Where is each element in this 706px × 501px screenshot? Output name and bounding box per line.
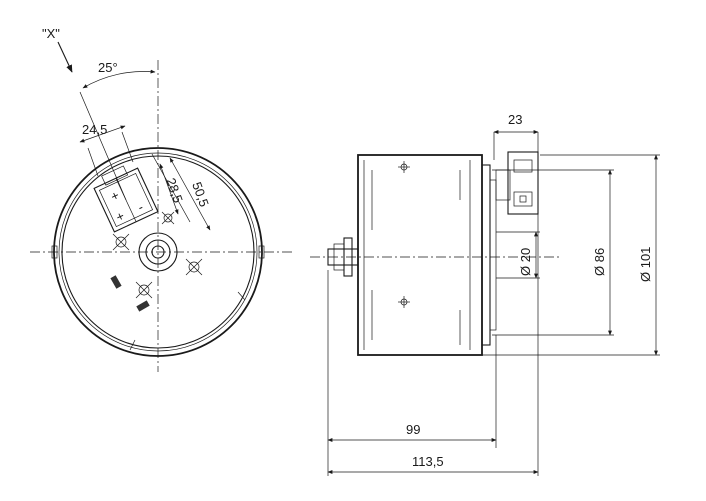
- shaft-circle: [151, 245, 165, 259]
- inner-housing-circle: [61, 155, 255, 349]
- dim-dia-20-label: Ø 20: [518, 248, 533, 276]
- angle-leader-inclined: [79, 91, 127, 201]
- outer-housing-circle: [53, 147, 263, 357]
- view-x-arrow: [57, 41, 73, 73]
- screw-mark-left: [112, 233, 130, 251]
- dim-50-5-label: 50,5: [189, 180, 212, 209]
- svg-text:+: +: [108, 187, 121, 204]
- connector-side: [495, 151, 539, 215]
- dim-23-label: 23: [508, 112, 522, 127]
- dim-24-5-line: [79, 125, 126, 143]
- ring-notch-left: [51, 245, 58, 259]
- front-view: + - + "X" 25° 24,5 28,5 50,5: [30, 26, 292, 372]
- hub-outer-circle: [138, 232, 178, 272]
- side-view: 23 Ø 20 Ø 86 Ø 101 99 113,5: [310, 112, 660, 476]
- side-screw-top: [398, 161, 410, 173]
- dim-50-5-line: [169, 157, 211, 231]
- housing-body: [357, 154, 483, 356]
- dim-24-5-label: 24,5: [82, 122, 107, 137]
- hub-inner-circle: [145, 239, 171, 265]
- vent-slot-2: [136, 300, 150, 312]
- terminal-minus: -: [135, 199, 145, 214]
- rear-flange: [481, 164, 491, 346]
- dim-dia-86-label: Ø 86: [592, 248, 607, 276]
- dim-dia-101-label: Ø 101: [638, 247, 653, 282]
- ring-notch-right: [258, 245, 265, 259]
- terminal-plus: +: [114, 208, 127, 225]
- vent-slot-1: [110, 275, 122, 289]
- angle-arc: [82, 69, 156, 89]
- flange-circle: [58, 152, 258, 352]
- dim-99-label: 99: [406, 422, 420, 437]
- dim-113-5-label: 113,5: [412, 454, 444, 469]
- view-x-label: "X": [42, 26, 60, 41]
- shaft-stub: [327, 248, 359, 266]
- screw-mark-top: [161, 211, 175, 225]
- side-screw-bottom: [398, 296, 410, 308]
- screw-mark-right: [185, 258, 203, 276]
- angle-dimension-label: 25°: [98, 60, 118, 75]
- screw-mark-bottom: [135, 281, 153, 299]
